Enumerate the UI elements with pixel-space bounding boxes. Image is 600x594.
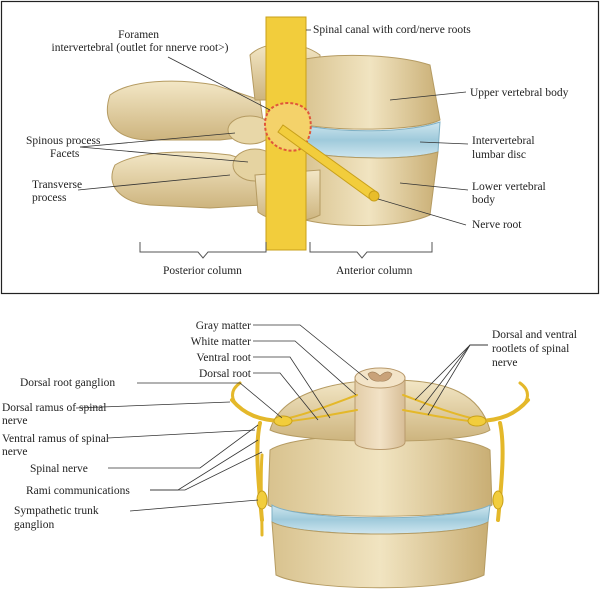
upper-spinous-process <box>106 80 266 141</box>
top-panel: Foramen intervertebral (outlet for nnerv… <box>0 0 600 295</box>
label-gray-matter: Gray matter <box>196 320 251 332</box>
label-spinal-canal: Spinal canal with cord/nerve roots <box>313 24 471 36</box>
bottom-leader-lines <box>75 324 488 512</box>
lower-vertebral-body-bottom <box>271 521 489 589</box>
label-foramen: Foramen intervertebral (outlet for nnerv… <box>52 29 229 54</box>
right-dorsal-root-ganglion <box>467 415 487 427</box>
label-spinal-nerve: Spinal nerve <box>30 463 88 475</box>
upper-vertebral-body <box>299 54 441 130</box>
label-upper-vertebral-body: Upper vertebral body <box>470 87 569 99</box>
anterior-brace <box>309 242 433 259</box>
cord-gray-matter <box>367 371 393 382</box>
label-white-matter: White matter <box>191 336 252 348</box>
lumbar-vertebrae-illustration <box>106 16 441 251</box>
nerve-root-end <box>368 190 380 202</box>
label-transverse: Transverse process <box>32 179 85 204</box>
label-disc: Intervertebral lumbar disc <box>472 135 537 161</box>
label-dorsal-root-ganglion: Dorsal root ganglion <box>20 377 115 389</box>
posterior-brace <box>139 242 267 259</box>
left-dorsal-ramus <box>231 381 242 410</box>
label-posterior-column: Posterior column <box>163 265 242 277</box>
label-ventral-root: Ventral root <box>196 352 251 364</box>
column-braces <box>139 242 433 259</box>
label-dorsal-root: Dorsal root <box>199 368 252 380</box>
label-sympathetic: Sympathetic trunk ganglion <box>14 505 102 531</box>
right-spinal-nerve <box>478 398 530 423</box>
left-dorsal-root-ganglion <box>273 415 293 427</box>
label-anterior-column: Anterior column <box>336 265 413 277</box>
label-rami: Rami communications <box>26 485 130 497</box>
label-nerve-root-top: Nerve root <box>472 219 522 231</box>
label-spinous-facets: Spinous process Facets <box>26 135 103 160</box>
bottom-panel: Gray matter White matter Ventral root Do… <box>2 320 580 589</box>
label-ventral-ramus: Ventral ramus of spinal nerve <box>2 433 112 458</box>
label-lower-vertebral-body: Lower vertebral body <box>472 181 549 206</box>
label-dorsal-ramus: Dorsal ramus of spinal nerve <box>2 402 109 427</box>
right-sympathetic-ganglion <box>492 490 504 510</box>
label-rootlets: Dorsal and ventral rootlets of spinal ne… <box>492 329 580 369</box>
right-dorsal-ramus <box>518 381 529 410</box>
top-leader-lines <box>77 29 469 226</box>
left-sympathetic-ganglion <box>256 490 268 510</box>
